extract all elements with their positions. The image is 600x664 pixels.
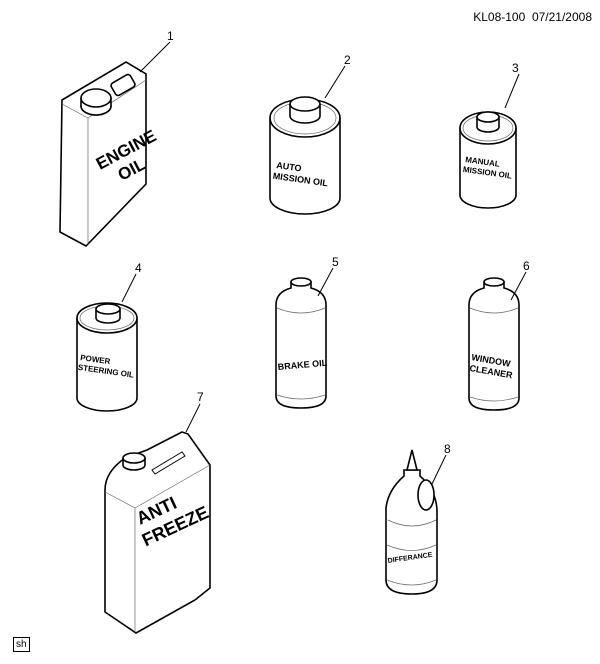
window-cleaner-bottle[interactable]: WINDOWCLEANER 6 <box>468 259 530 411</box>
callout-number: 3 <box>512 61 519 75</box>
differential-oil-bottle[interactable]: DIFFERANCE 8 <box>385 442 451 595</box>
item-label: AUTO <box>276 160 302 173</box>
callout-number: 1 <box>167 29 174 43</box>
callout-number: 8 <box>444 442 451 456</box>
auto-mission-oil-can[interactable]: AUTOMISSION OIL 2 <box>269 53 351 215</box>
diagram-date: 07/21/2008 <box>531 10 592 24</box>
brake-oil-bottle[interactable]: BRAKE OIL 5 <box>275 255 339 409</box>
callout-number: 4 <box>135 261 142 275</box>
callout-number: 7 <box>197 390 204 404</box>
diagram-code: KL08-100 <box>473 10 526 24</box>
callout-number: 5 <box>332 255 339 269</box>
item-label: POWER <box>80 353 111 366</box>
callout-number: 6 <box>523 259 530 273</box>
manual-mission-oil-can[interactable]: MANUALMISSION OIL 3 <box>459 61 520 209</box>
callout-number: 2 <box>344 53 351 67</box>
item-label: BRAKE OIL <box>277 358 328 372</box>
power-steering-oil-can[interactable]: POWERSTEERING OIL 4 <box>76 261 142 412</box>
footer-tag: sh <box>13 637 30 652</box>
diagram-id: KL08-100 07/21/2008 <box>473 10 592 24</box>
antifreeze-jug[interactable]: ANTIFREEZE 7 <box>104 390 212 634</box>
engine-oil-can[interactable]: ENGINEOIL 1 <box>59 29 174 247</box>
